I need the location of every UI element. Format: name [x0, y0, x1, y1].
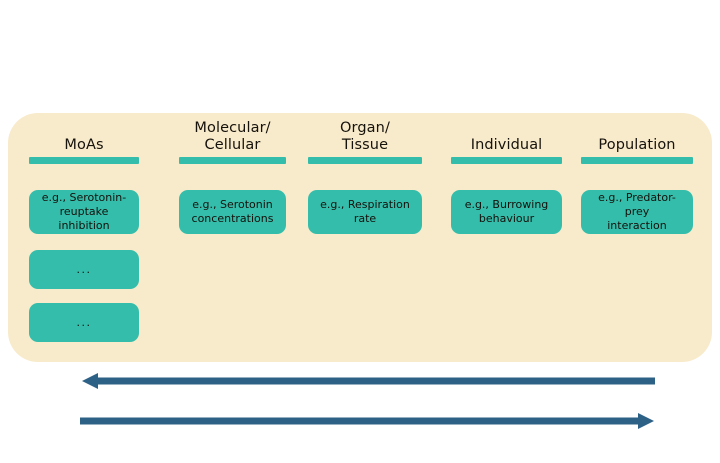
example-box-moas-0[interactable]: e.g., Serotonin- reuptake inhibition [29, 190, 139, 234]
example-box-label: e.g., Serotonin concentrations [191, 198, 274, 225]
ellipsis-box-moas-2[interactable]: ... [29, 303, 139, 342]
column-organ-tissue: Organ/ Tissue e.g., Respiration rate [308, 0, 422, 463]
arrow-rightward-head-icon [638, 413, 654, 429]
column-header-organ-tissue: Organ/ Tissue [340, 120, 390, 153]
column-population: Population e.g., Predator-prey interactio… [581, 0, 693, 463]
example-box-label: e.g., Serotonin- reuptake inhibition [41, 191, 127, 232]
column-molecular-cellular: Molecular/ Cellular e.g., Serotonin conce… [179, 0, 286, 463]
example-box-label: e.g., Respiration rate [320, 198, 410, 225]
column-rule-population [581, 157, 693, 164]
arrow-leftward-head-icon [82, 373, 98, 389]
example-box-population-0[interactable]: e.g., Predator-prey interaction [581, 190, 693, 234]
column-rule-moas [29, 157, 139, 164]
example-box-label: e.g., Burrowing behaviour [464, 198, 549, 225]
arrow-rightward [80, 413, 654, 429]
column-rule-molecular-cellular [179, 157, 286, 164]
arrow-leftward [82, 373, 655, 389]
ellipsis-box-moas-1[interactable]: ... [29, 250, 139, 289]
column-header-individual: Individual [470, 137, 543, 153]
example-box-individual-0[interactable]: e.g., Burrowing behaviour [451, 190, 562, 234]
column-header-population: Population [598, 137, 676, 153]
column-individual: Individual e.g., Burrowing behaviour [451, 0, 562, 463]
example-box-organ-tissue-0[interactable]: e.g., Respiration rate [308, 190, 422, 234]
column-header-molecular-cellular: Molecular/ Cellular [194, 120, 271, 153]
column-rule-organ-tissue [308, 157, 422, 164]
example-box-label: e.g., Predator-prey interaction [598, 191, 676, 232]
example-box-label: ... [76, 262, 92, 276]
example-box-molecular-cellular-0[interactable]: e.g., Serotonin concentrations [179, 190, 286, 234]
example-box-label: ... [76, 315, 92, 329]
column-header-moas: MoAs [64, 137, 104, 153]
column-moas: MoAs e.g., Serotonin- reuptake inhibition… [29, 0, 139, 463]
column-rule-individual [451, 157, 562, 164]
